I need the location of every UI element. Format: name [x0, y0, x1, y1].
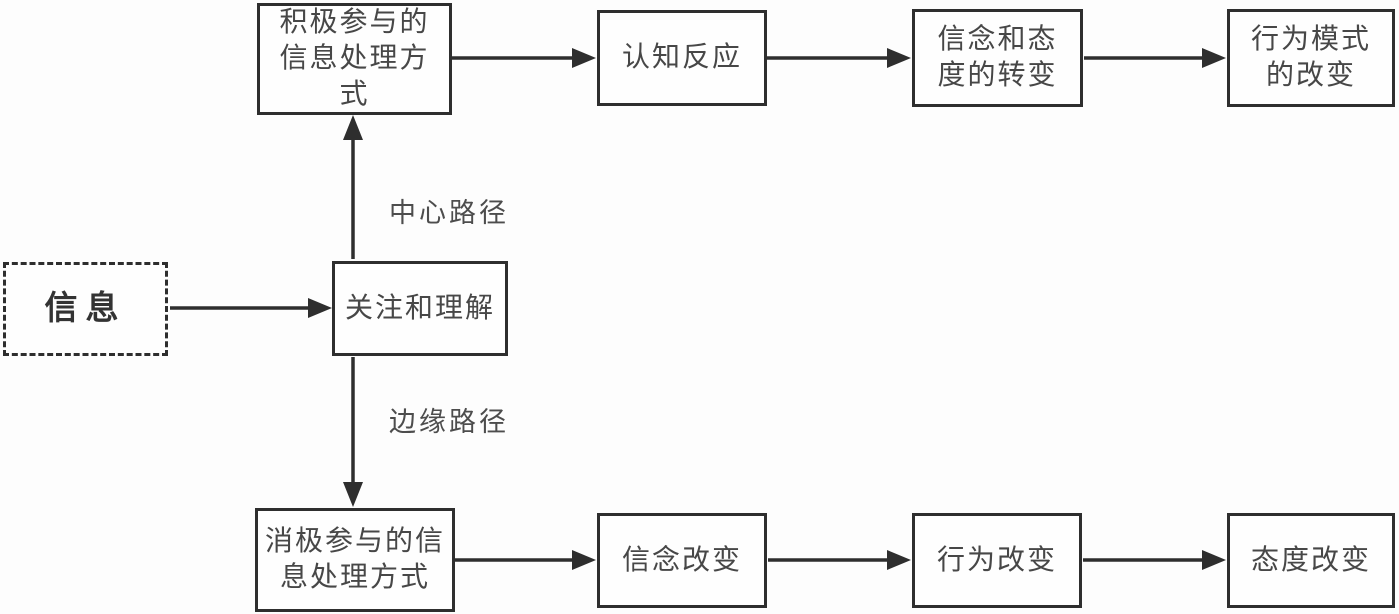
arrowhead-up-icon	[343, 115, 363, 140]
arrow-behavchg-to-attchg	[1083, 550, 1226, 570]
node-belief-attitude-shift: 信念和态 度的转变	[912, 9, 1083, 107]
arrow-attention-to-passive	[343, 357, 363, 507]
node-behavior-pattern-change: 行为模式 的改变	[1227, 9, 1395, 107]
arrowhead-right-icon	[1202, 48, 1226, 68]
node-behavior-change: 行为改变	[912, 513, 1082, 608]
arrowhead-right-icon	[1202, 550, 1226, 570]
arrowhead-right-icon	[572, 48, 596, 68]
arrow-info-to-attention	[170, 298, 332, 318]
edge-label-peripheral-route: 边缘路径	[389, 407, 509, 437]
arrow-beliefatt-to-pattern	[1084, 48, 1226, 68]
node-passive-processing: 消极参与的信 息处理方式	[255, 508, 455, 612]
arrowhead-right-icon	[308, 298, 332, 318]
arrow-beliefchg-to-behavchg	[768, 550, 911, 570]
node-attitude-change: 态度改变	[1227, 513, 1395, 608]
edge-label-central-route: 中心路径	[389, 198, 509, 228]
node-belief-change: 信念改变	[597, 513, 767, 608]
arrow-active-to-cognitive	[452, 48, 596, 68]
arrow-cognitive-to-beliefatt	[767, 48, 911, 68]
node-active-processing: 积极参与的 信息处理方 式	[257, 3, 452, 115]
arrowhead-right-icon	[887, 48, 911, 68]
arrowhead-right-icon	[887, 550, 911, 570]
arrowhead-right-icon	[572, 550, 596, 570]
node-cognitive-response: 认知反应	[597, 10, 767, 106]
arrow-attention-to-active	[343, 115, 363, 259]
node-attention-understanding: 关注和理解	[332, 261, 508, 356]
node-information: 信息	[3, 262, 168, 356]
arrow-passive-to-beliefchg	[455, 550, 596, 570]
arrowhead-down-icon	[343, 482, 363, 507]
